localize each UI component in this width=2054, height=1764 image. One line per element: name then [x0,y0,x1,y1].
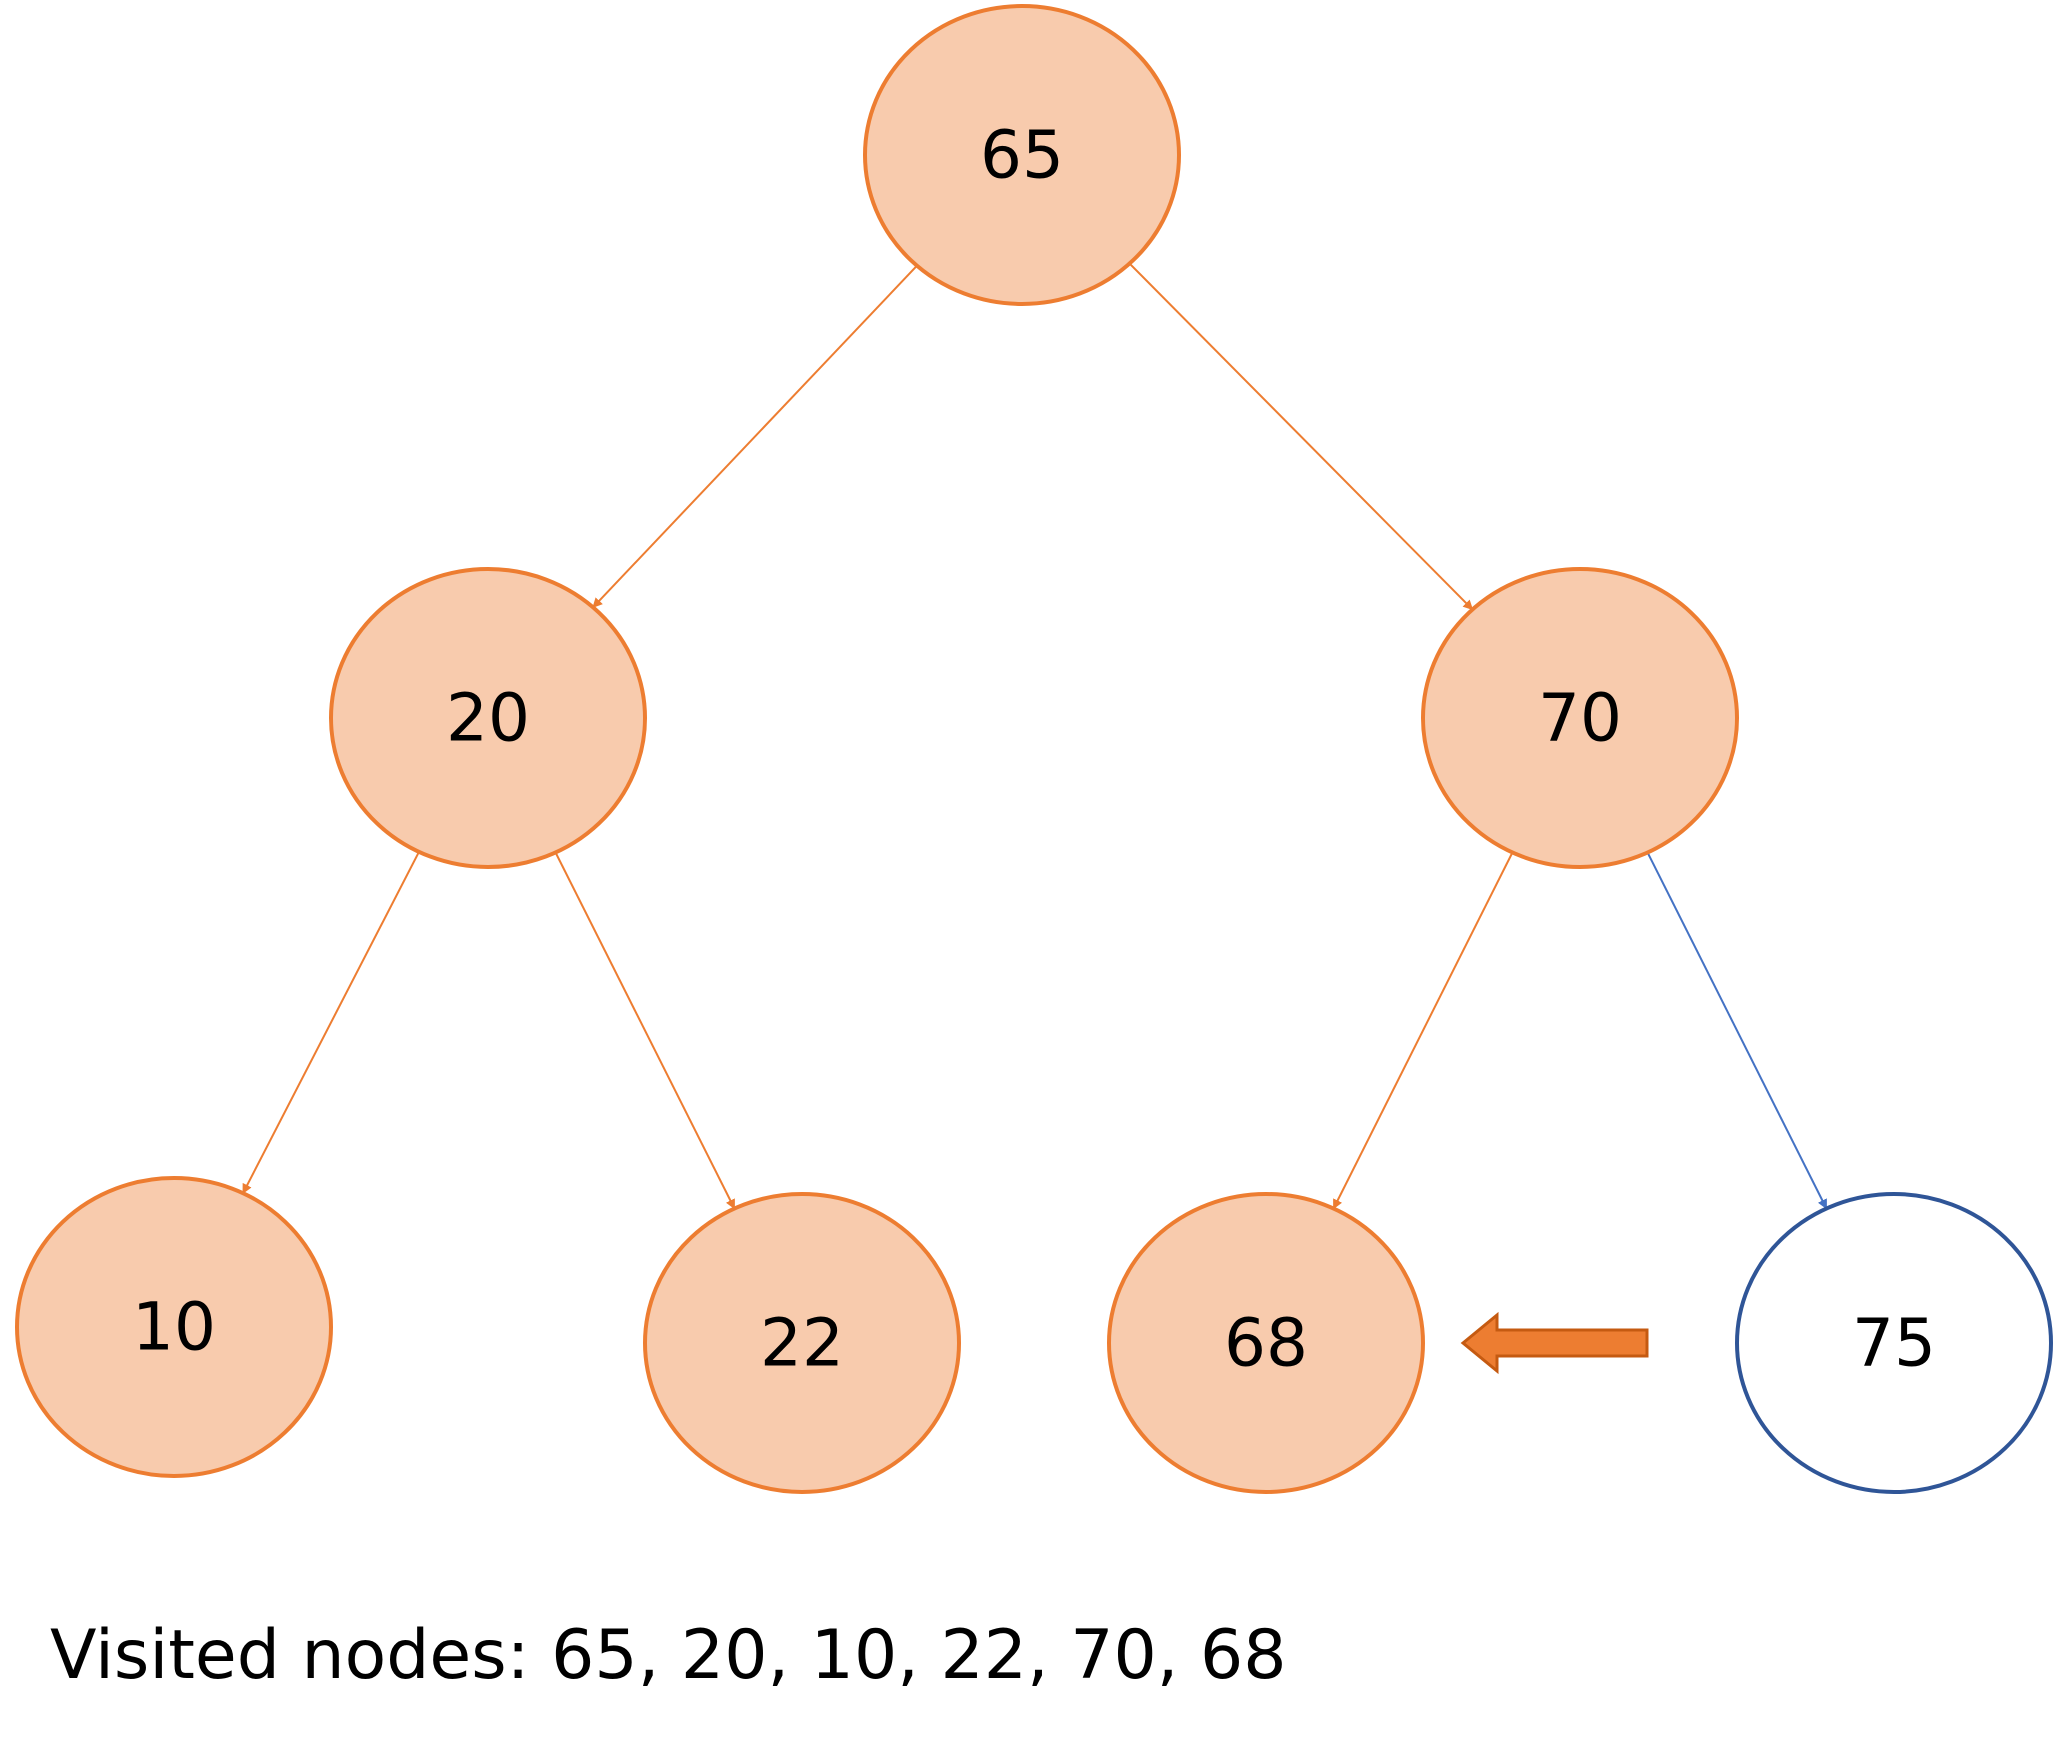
node-label: 75 [1852,1305,1936,1382]
node-label: 65 [980,117,1064,194]
left-arrow-icon [1460,1311,1649,1375]
node-circle [863,4,1181,306]
tree-node-75: 75 [1735,1192,2053,1494]
tree-node-68: 68 [1107,1192,1425,1494]
nodes-layer: 65 20 70 10 22 68 75 [15,4,2053,1494]
edge-65-to-20 [592,265,918,608]
edge-70-to-75 [1646,852,1828,1210]
node-circle [329,567,647,869]
edges-layer [242,262,1828,1210]
node-label: 70 [1538,680,1622,757]
edge-70-to-68 [1332,852,1514,1210]
tree-node-10: 10 [15,1176,333,1478]
node-label: 22 [760,1305,844,1382]
tree-node-70: 70 [1421,567,1739,869]
node-circle [15,1176,333,1478]
node-label: 68 [1224,1305,1308,1382]
node-circle [1421,567,1739,869]
tree-node-65: 65 [863,4,1181,306]
edge-65-to-70 [1128,262,1474,611]
edge-20-to-22 [554,852,736,1210]
node-circle [643,1192,961,1494]
tree-node-22: 22 [643,1192,961,1494]
node-label: 10 [132,1289,216,1366]
tree-node-20: 20 [329,567,647,869]
visited-nodes-caption: Visited nodes: 65, 20, 10, 22, 70, 68 [50,1616,1287,1695]
node-circle [1107,1192,1425,1494]
node-circle [1735,1192,2053,1494]
edge-20-to-10 [242,851,420,1195]
pointer-layer [1460,1311,1649,1375]
node-label: 20 [446,680,530,757]
